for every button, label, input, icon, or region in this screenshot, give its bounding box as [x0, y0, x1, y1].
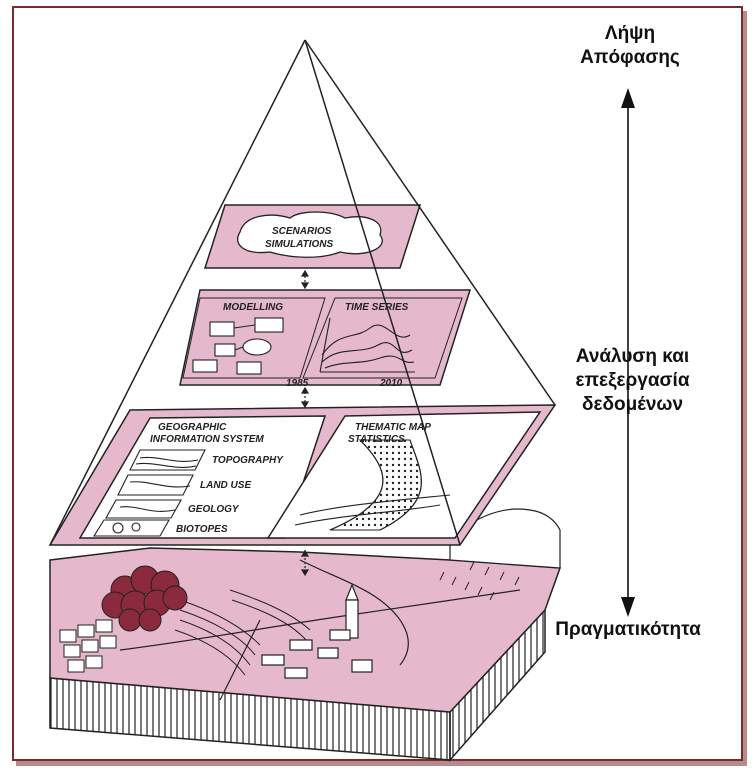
analysis-line3: δεδομένων — [535, 393, 730, 417]
gis-layer-geology: GEOLOGY — [188, 504, 240, 515]
base-block — [50, 509, 560, 760]
analysis-line1: Ανάλυση και — [535, 345, 730, 369]
scenarios-title-line1: SCENARIOS — [272, 226, 332, 237]
gis-title-line2: INFORMATION SYSTEM — [150, 434, 264, 445]
gis-layer-land-use: LAND USE — [200, 480, 251, 491]
scenarios-plane: SCENARIOS SIMULATIONS — [205, 205, 420, 268]
decision-making-label: Λήψη Απόφασης — [540, 22, 720, 70]
decision-making-line1: Λήψη — [540, 22, 720, 46]
reality-label: Πραγματικότητα — [528, 618, 728, 642]
thematic-title-line2: STATISTICS — [348, 434, 405, 445]
scenarios-title-line2: SIMULATIONS — [265, 239, 333, 250]
arrow-down-head — [621, 597, 635, 617]
arrow-up-head — [621, 88, 635, 108]
gis-layer-topography: TOPOGRAPHY — [212, 455, 284, 466]
decision-making-line2: Απόφασης — [540, 46, 720, 70]
thematic-title-line1: THEMATIC MAP — [355, 422, 431, 433]
modelling-plane: MODELLING TIME SERIES 1985 2010 — [180, 290, 470, 389]
analysis-line2: επεξεργασία — [535, 369, 730, 393]
gis-title-line1: GEOGRAPHIC — [158, 422, 227, 433]
analysis-processing-label: Ανάλυση και επεξεργασία δεδομένων — [535, 345, 730, 417]
time-series-title: TIME SERIES — [345, 302, 409, 313]
modelling-title: MODELLING — [223, 302, 283, 313]
time-series-end: 2010 — [379, 378, 403, 389]
gis-layer-biotopes: BIOTOPES — [176, 524, 228, 535]
